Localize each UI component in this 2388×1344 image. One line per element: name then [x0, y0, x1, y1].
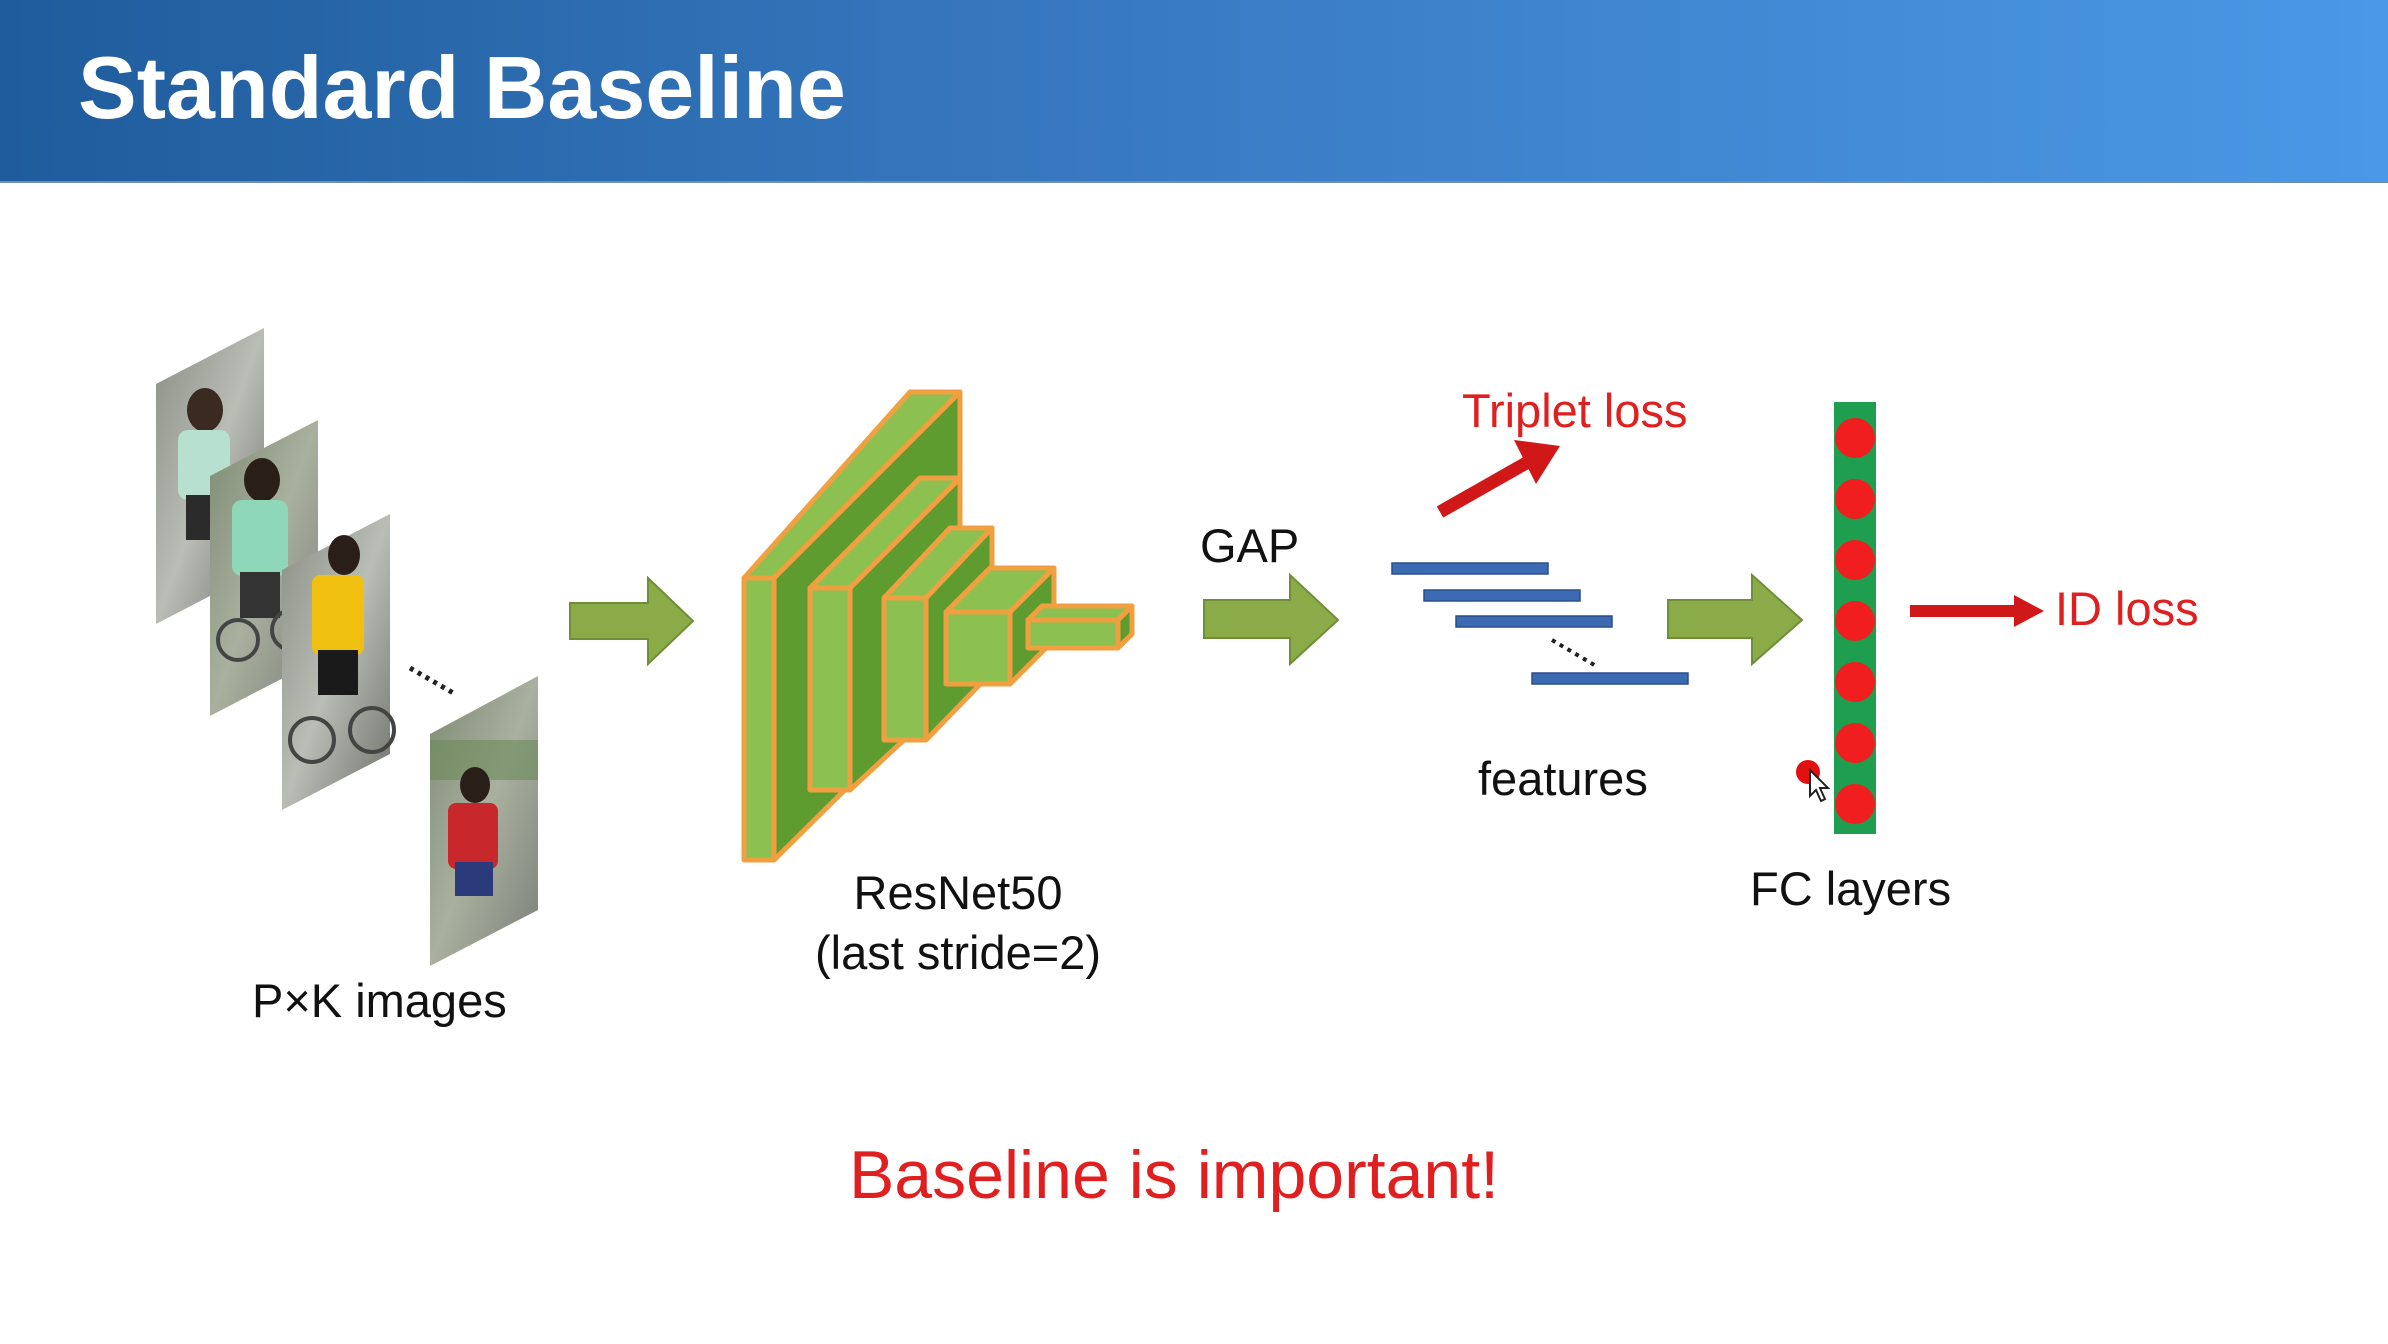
gap-label: GAP — [1200, 519, 1300, 572]
flow-arrow-2 — [1203, 572, 1340, 667]
fc-neuron — [1835, 540, 1875, 580]
fc-neuron — [1835, 601, 1875, 641]
triplet-loss-label: Triplet loss — [1462, 384, 1688, 437]
triplet-loss-arrow — [1436, 440, 1560, 518]
baseline-callout: Baseline is important! — [848, 1137, 1500, 1213]
feature-bar — [1531, 672, 1689, 685]
flow-arrow-1 — [569, 575, 695, 667]
feature-bar — [1391, 562, 1549, 575]
input-image-stack — [156, 328, 538, 966]
features-label: features — [1478, 752, 1648, 805]
id-loss-arrow — [1910, 595, 2044, 627]
slide-title: Standard Baseline — [78, 38, 846, 137]
ellipsis-dots — [408, 665, 457, 697]
feature-bar — [1423, 589, 1581, 602]
fc-neuron — [1835, 479, 1875, 519]
feature-vectors — [1391, 562, 1689, 685]
feature-ellipsis — [1550, 638, 1598, 668]
feature-bar — [1455, 615, 1613, 628]
mouse-cursor-icon — [1809, 767, 1831, 803]
images-label: P×K images — [252, 974, 507, 1027]
resnet50-block-pyramid — [741, 389, 1135, 863]
fc-layer-column — [1834, 402, 1876, 834]
fc-neuron — [1835, 662, 1875, 702]
fc-neuron — [1835, 418, 1875, 458]
backbone-label-line2: (last stride=2) — [814, 926, 1102, 979]
fc-layers-label: FC layers — [1750, 862, 1952, 915]
title-bar: Standard Baseline — [0, 0, 2388, 183]
flow-arrow-3 — [1667, 572, 1804, 667]
person-image-3 — [282, 514, 396, 810]
backbone-label-line1: ResNet50 — [853, 866, 1063, 919]
fc-neuron — [1835, 784, 1875, 824]
fc-neuron — [1835, 723, 1875, 763]
person-image-last — [430, 676, 538, 966]
id-loss-label: ID loss — [2055, 582, 2199, 635]
